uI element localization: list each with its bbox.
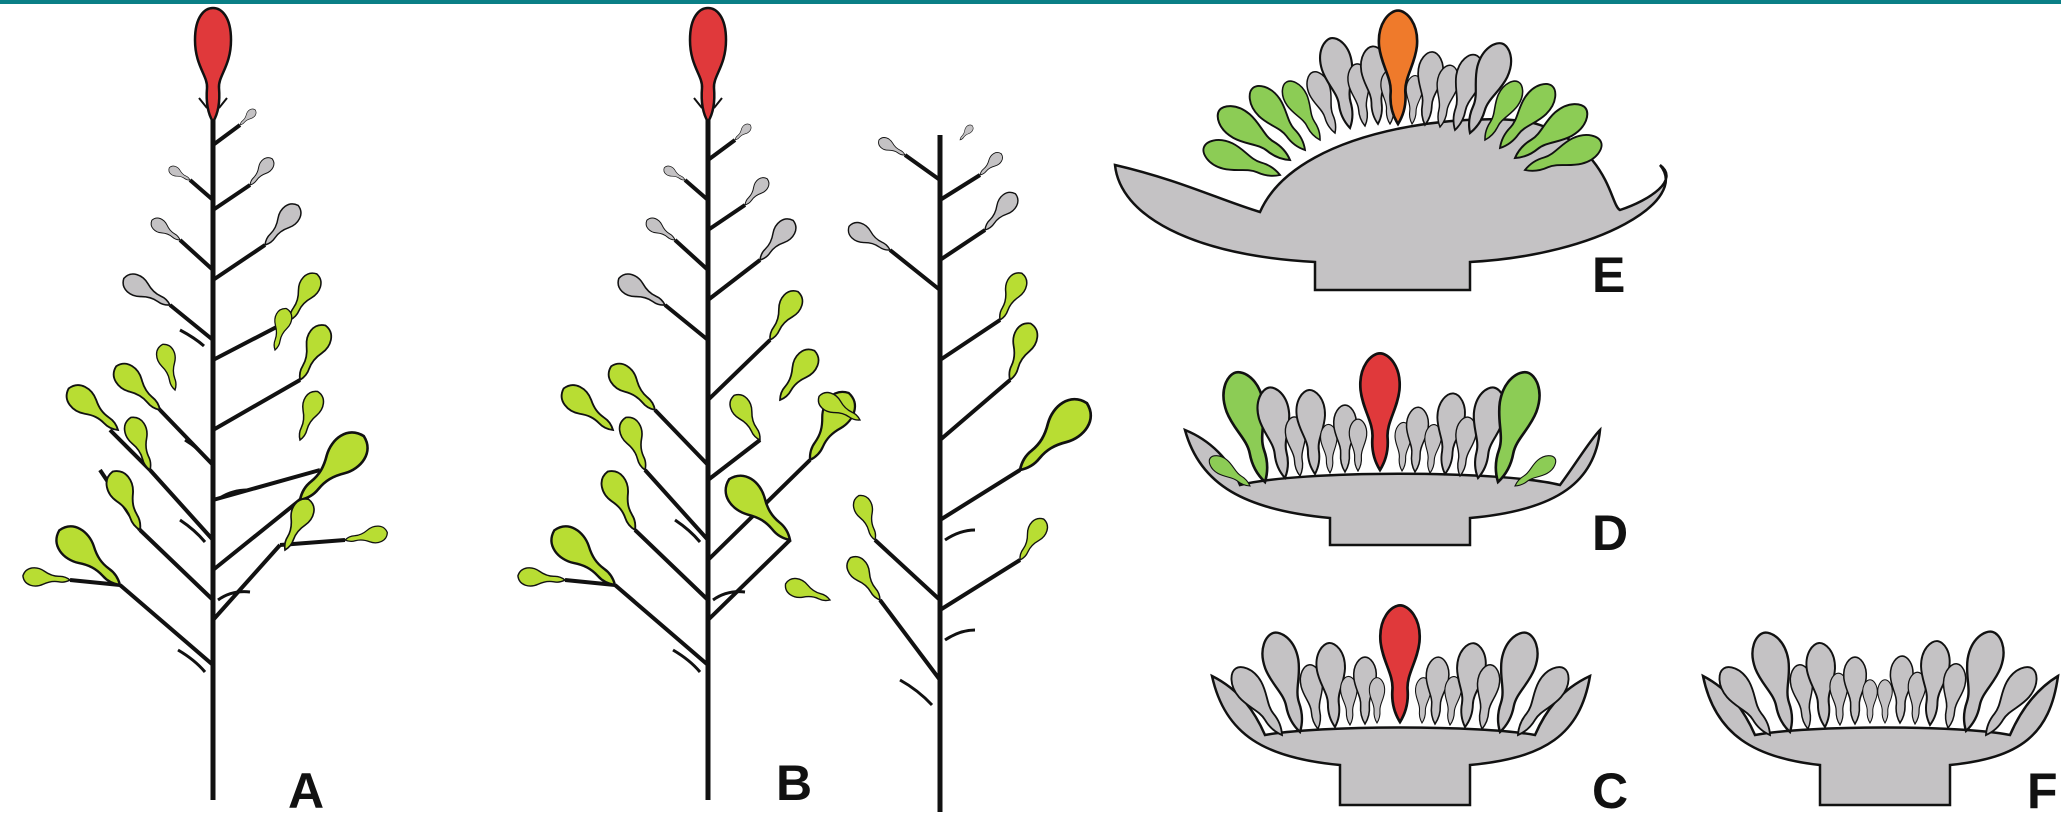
florets-f (1712, 627, 2043, 742)
panel-f-capitulum (1703, 627, 2058, 805)
terminal-flower-a (195, 8, 231, 122)
panel-b-raceme (517, 8, 1100, 812)
panel-e-capitulum (1115, 11, 1666, 290)
panel-label-e: E (1592, 247, 1625, 303)
panel-c-capitulum (1212, 605, 1590, 805)
terminal-flower-b (690, 8, 726, 122)
panel-label-a: A (288, 763, 324, 816)
panel-a-raceme (22, 8, 389, 800)
panel-label-d: D (1592, 505, 1628, 561)
panel-d-capitulum (1185, 353, 1600, 545)
florets-c (1224, 605, 1575, 742)
branches-right-a (213, 125, 345, 620)
panel-label-b: B (776, 755, 812, 811)
panel-label-f: F (2027, 763, 2058, 816)
green-buds-b (517, 269, 1100, 608)
green-buds-a (22, 269, 389, 597)
panel-label-c: C (1592, 763, 1628, 816)
grey-buds-b (614, 122, 1023, 314)
florets-d (1205, 353, 1559, 492)
